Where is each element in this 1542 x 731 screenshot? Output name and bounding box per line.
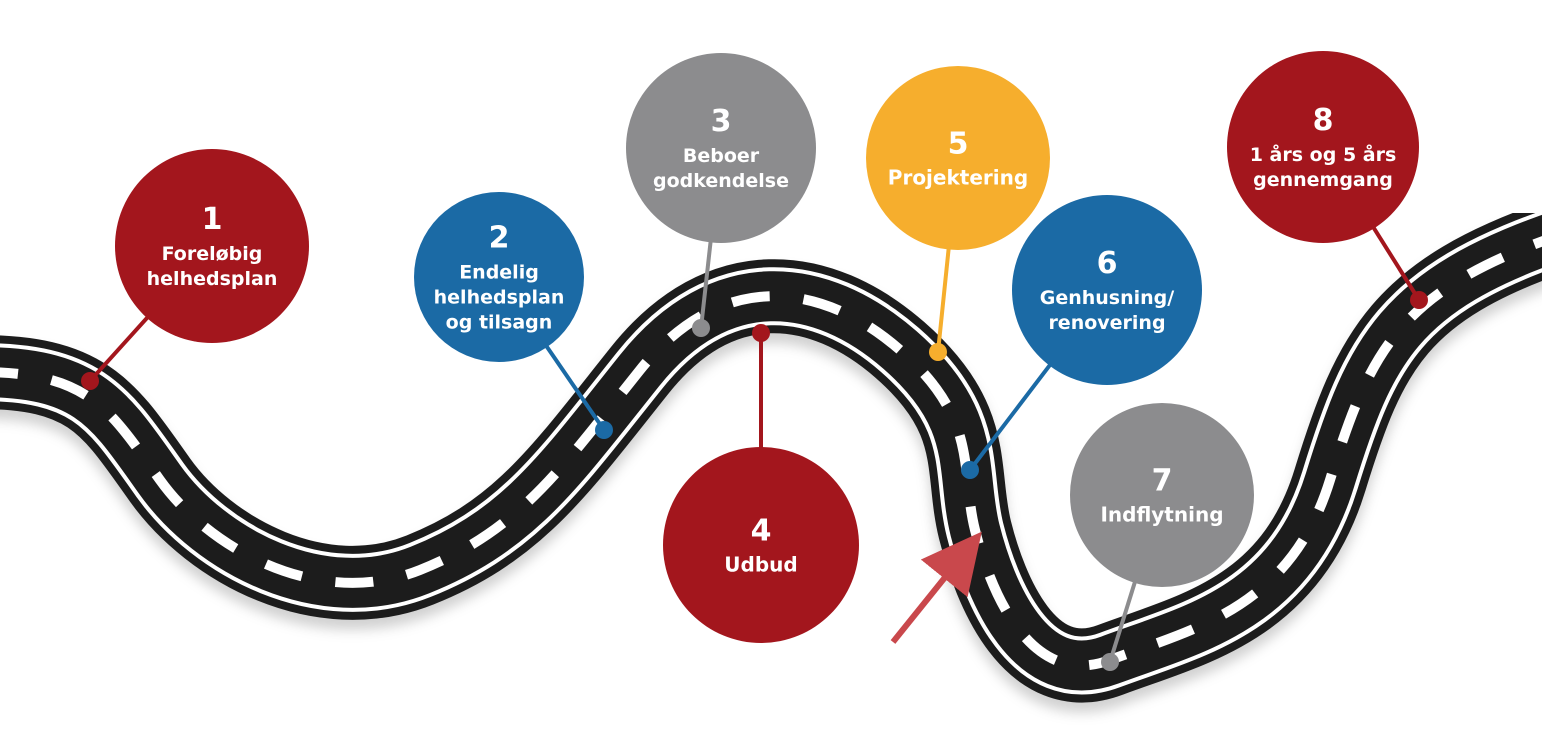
step-4-circle <box>663 447 859 643</box>
step-7-number: 7 <box>1152 464 1173 499</box>
step-1-label-line: Foreløbig <box>162 243 263 265</box>
step-1-circle <box>115 149 309 343</box>
connector-step-8 <box>1370 223 1421 302</box>
connector-step-1 <box>88 313 152 383</box>
step-6-label-line: renovering <box>1048 312 1165 334</box>
step-6-number: 6 <box>1097 246 1118 281</box>
road-marker-step-2 <box>595 421 613 439</box>
step-4-number: 4 <box>751 514 772 549</box>
road-marker-step-1 <box>81 372 99 390</box>
step-3-label-line: godkendelse <box>653 170 789 192</box>
step-1-label-line: helhedsplan <box>147 268 278 290</box>
step-2-label-line: Endelig <box>459 262 539 284</box>
step-7-circle <box>1070 403 1254 587</box>
road-marker-step-4 <box>752 324 770 342</box>
step-8-label-line: 1 års og 5 års <box>1250 142 1397 166</box>
road-marker-step-8 <box>1410 291 1428 309</box>
step-3-circle <box>626 53 816 243</box>
step-6-label-line: Genhusning/ <box>1040 287 1175 309</box>
road-marker-step-3 <box>692 319 710 337</box>
step-connectors <box>81 223 1428 671</box>
step-8-number: 8 <box>1313 103 1334 138</box>
road-marker-step-7 <box>1101 653 1119 671</box>
step-8-label-line: gennemgang <box>1253 169 1393 191</box>
step-1-number: 1 <box>202 202 223 237</box>
step-6-circle <box>1012 195 1202 385</box>
connector-step-6 <box>968 361 1054 472</box>
step-5-label-line: Projektering <box>888 166 1028 190</box>
step-5-number: 5 <box>948 127 969 162</box>
step-8-bubble: 8 1 års og 5 års gennemgang <box>1227 51 1419 243</box>
step-2-number: 2 <box>489 221 510 256</box>
winding-road <box>0 202 1542 703</box>
connector-step-3 <box>699 238 713 329</box>
connector-step-7 <box>1108 578 1138 663</box>
step-3-label-line: Beboer <box>683 145 760 167</box>
step-8-circle <box>1227 51 1419 243</box>
step-2-label-line: og tilsagn <box>446 312 553 334</box>
arrow-icon <box>890 531 982 644</box>
step-5-circle <box>866 66 1050 250</box>
connector-step-2 <box>543 342 606 432</box>
step-3-number: 3 <box>711 104 732 139</box>
step-4-label-line: Udbud <box>724 553 797 577</box>
step-2-label-line: helhedsplan <box>434 287 565 309</box>
step-2-circle <box>414 192 584 362</box>
road-marker-step-6 <box>961 461 979 479</box>
connector-step-5 <box>936 245 951 353</box>
step-7-label-line: Indflytning <box>1100 503 1223 527</box>
road-marker-step-5 <box>929 343 947 361</box>
